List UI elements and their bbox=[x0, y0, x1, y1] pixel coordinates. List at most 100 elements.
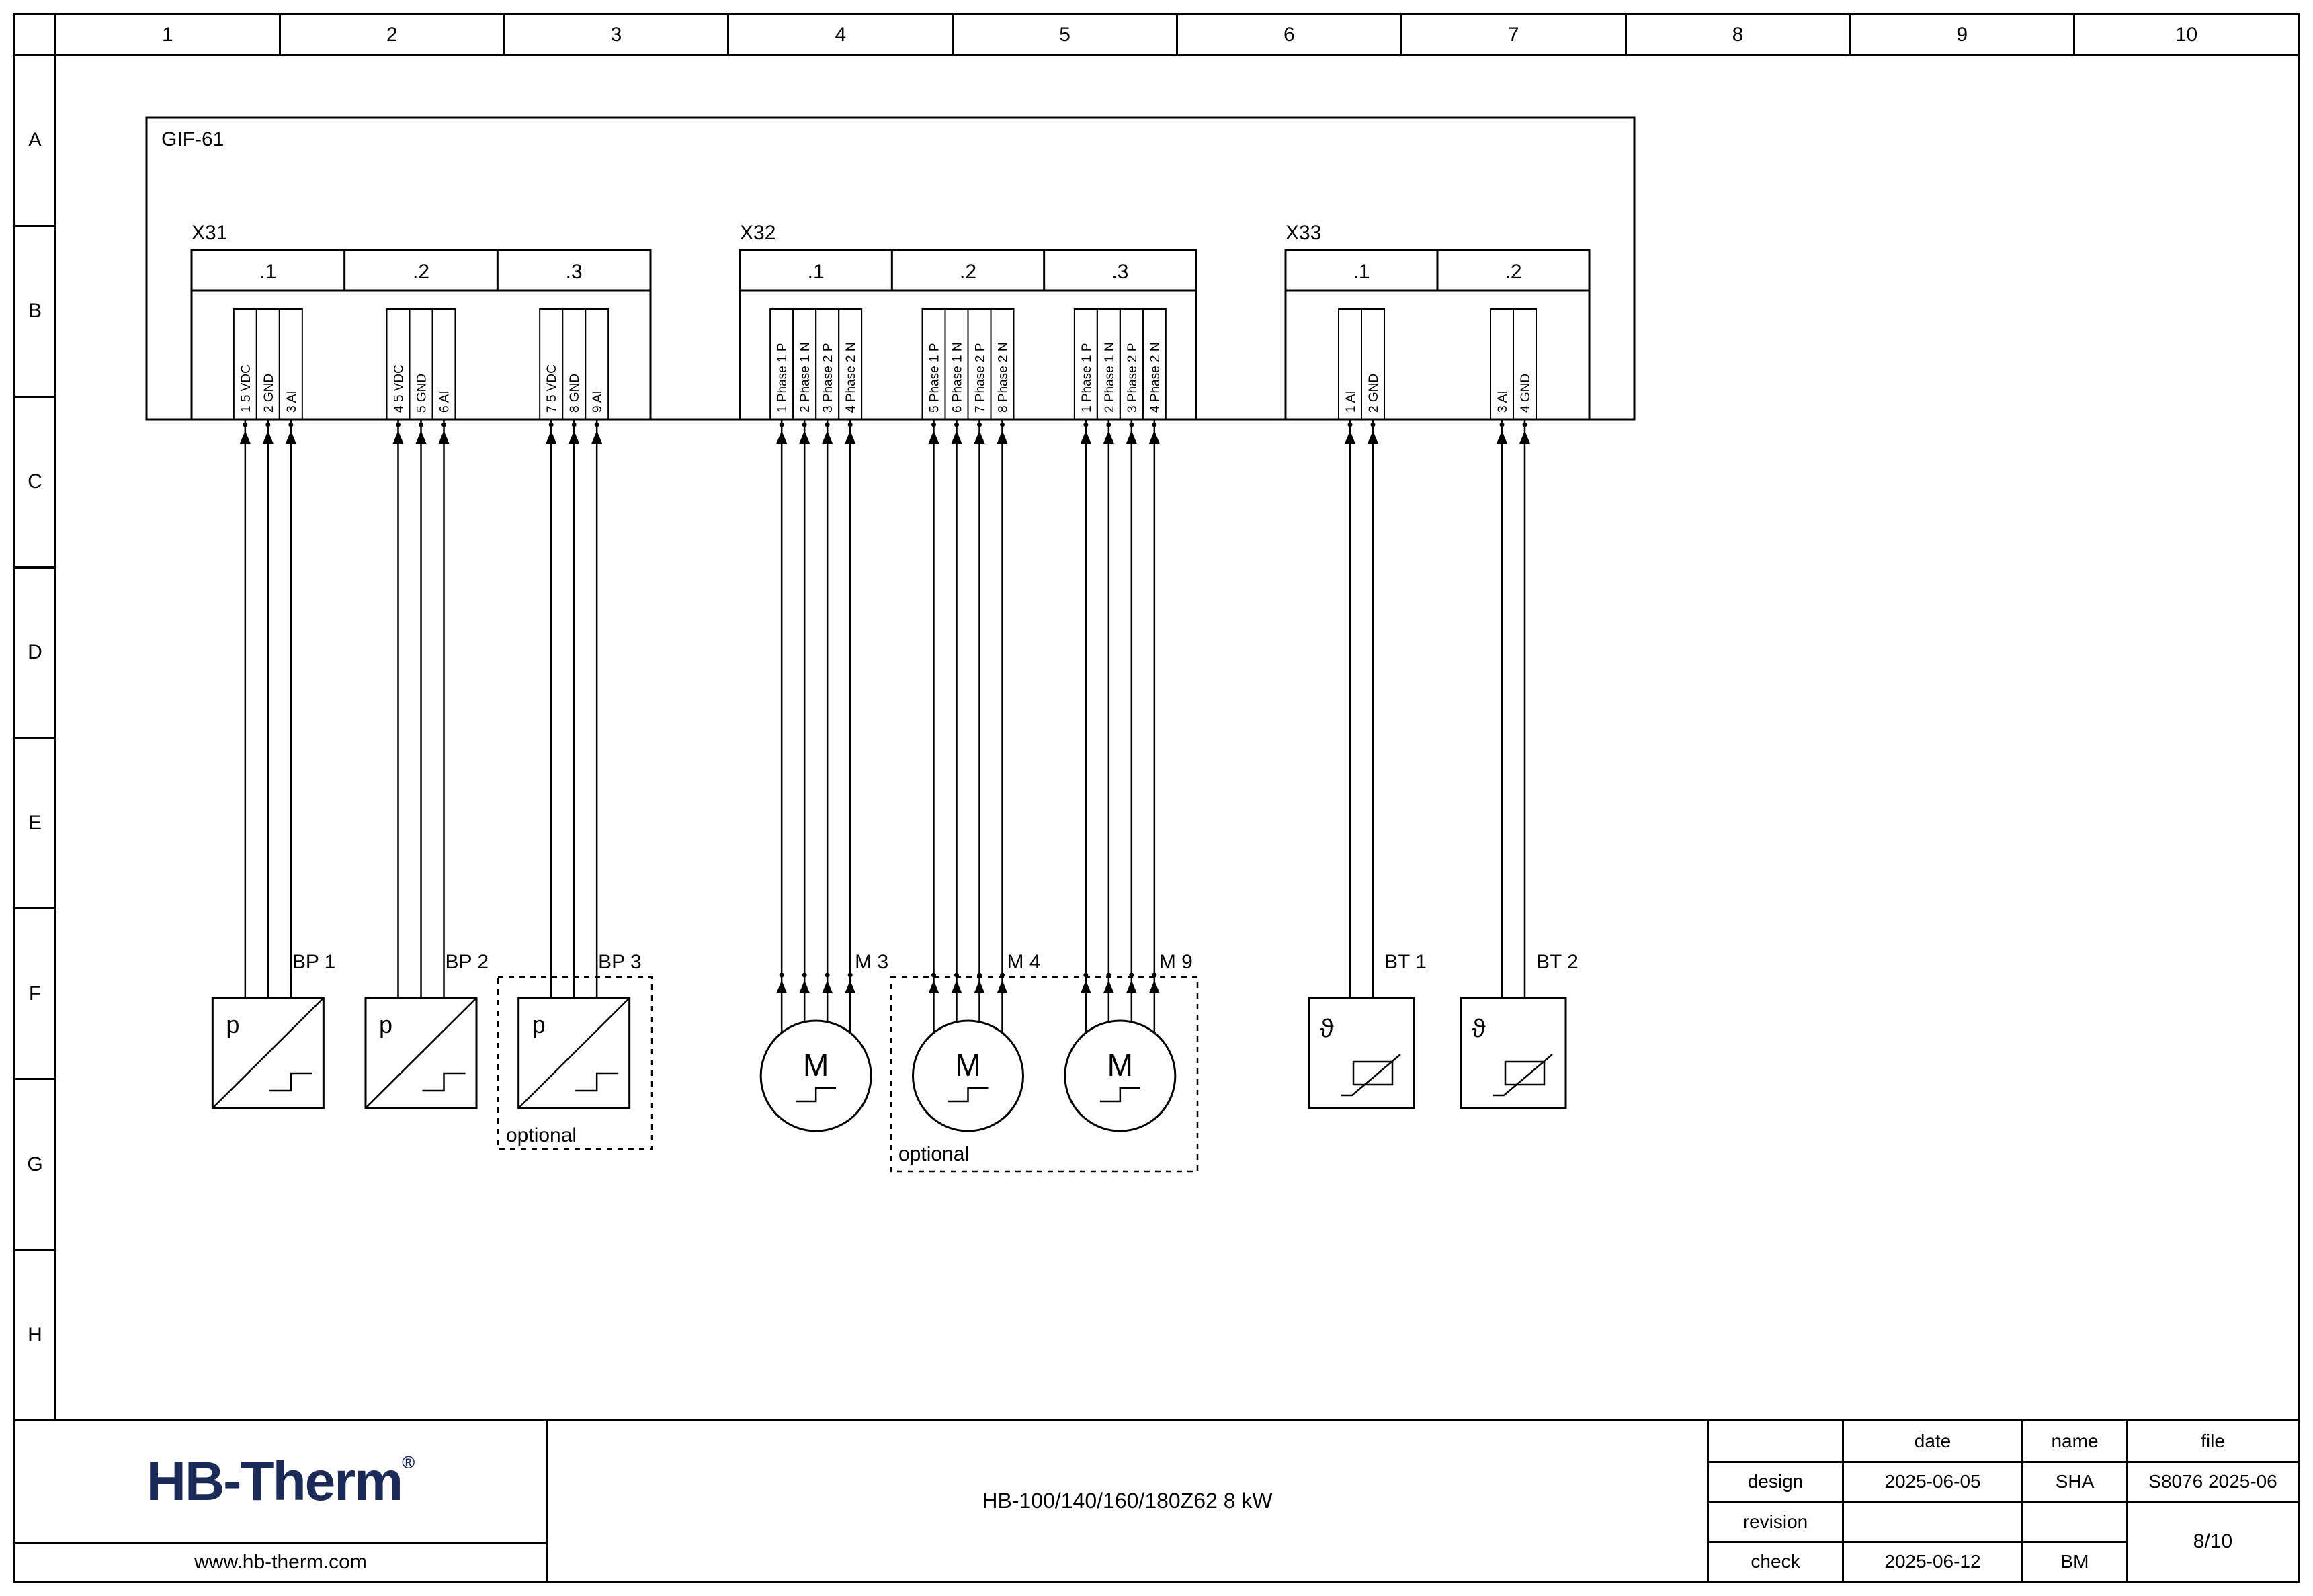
plug-contact-dot bbox=[802, 972, 807, 978]
wire-X33.1-2 bbox=[1368, 419, 1378, 998]
pin-label: 3 Phase 2 P bbox=[1126, 343, 1140, 413]
logo-cell: HB-Therm® www.hb-therm.com bbox=[15, 1421, 548, 1581]
section-label: .1 bbox=[808, 261, 825, 283]
plug-arrow-icon bbox=[1103, 980, 1114, 993]
theta-symbol-letter: ϑ bbox=[1472, 1015, 1486, 1043]
wire-X31.1-1 bbox=[239, 419, 251, 998]
check-name: BM bbox=[2021, 1540, 2126, 1581]
design-name: SHA bbox=[2021, 1461, 2126, 1501]
section-label: .3 bbox=[1111, 261, 1128, 283]
temperature-sensor-box bbox=[1460, 997, 1567, 1109]
device-bt-2: ϑ BT 2 bbox=[1460, 951, 1579, 1109]
plug-contact-dot bbox=[954, 422, 959, 427]
plug-contact-dot bbox=[548, 422, 554, 427]
optional-label-2: optional bbox=[898, 1143, 969, 1165]
optional-group-box-1 bbox=[497, 976, 653, 1150]
controller-box-label: GIF-61 bbox=[161, 128, 224, 151]
device-label-bp-2: BP 2 bbox=[446, 951, 489, 973]
column-label-5: 5 bbox=[954, 15, 1178, 54]
plug-arrow-icon bbox=[1148, 431, 1160, 444]
plug-contact-dot bbox=[1152, 422, 1157, 427]
plug-contact-dot bbox=[419, 422, 423, 427]
wire-X33.2-3 bbox=[1497, 419, 1507, 998]
plug-contact-dot bbox=[847, 972, 853, 978]
row-label-E: E bbox=[15, 739, 54, 910]
row-label-D: D bbox=[15, 569, 54, 739]
optional-label-1: optional bbox=[506, 1124, 577, 1146]
plug-arrow-icon bbox=[1345, 431, 1355, 444]
pin-label: 4 Phase 2 N bbox=[1148, 342, 1163, 413]
device-label-bt-1: BT 1 bbox=[1384, 951, 1427, 973]
drawing-title: HB-100/140/160/180Z62 8 kW bbox=[982, 1488, 1273, 1513]
sheet-frame bbox=[13, 13, 2300, 1583]
wire-X31.3-9 bbox=[591, 419, 603, 998]
step-signal-icon bbox=[1099, 1087, 1140, 1103]
wire-X32.1-2 bbox=[799, 419, 810, 1049]
column-label-1: 1 bbox=[56, 15, 281, 54]
optional-group-box-2 bbox=[890, 976, 1199, 1173]
pin-label: 9 AI bbox=[591, 390, 605, 413]
column-label-7: 7 bbox=[1402, 15, 1627, 54]
plug-arrow-icon bbox=[1126, 980, 1137, 993]
table-row-label-check: check bbox=[1709, 1540, 1842, 1581]
diagonal-divider bbox=[365, 997, 477, 1109]
design-file: S8076 2025-06 bbox=[2126, 1461, 2298, 1501]
step-signal-icon bbox=[575, 1072, 619, 1092]
step-signal-icon bbox=[796, 1087, 837, 1103]
plug-arrow-icon bbox=[1103, 431, 1114, 444]
thermistor-body bbox=[1352, 1060, 1394, 1086]
column-label-3: 3 bbox=[505, 15, 730, 54]
plug-arrow-icon bbox=[1519, 431, 1530, 444]
motor-symbol-letter: M bbox=[1107, 1048, 1133, 1083]
plug-arrow-icon bbox=[1080, 431, 1091, 444]
device-bt-1: ϑBT 1 bbox=[1308, 951, 1427, 1109]
connector-label-X31: X31 bbox=[192, 222, 227, 244]
section-label: .3 bbox=[566, 261, 583, 283]
pin-label: 7 5 VDC bbox=[545, 364, 559, 413]
temperature-sensor-box bbox=[1308, 997, 1415, 1109]
pin-label: 8 Phase 2 N bbox=[997, 342, 1011, 413]
device-label-bp-3: BP 3 bbox=[598, 951, 642, 973]
column-label-2: 2 bbox=[281, 15, 505, 54]
plug-arrow-icon bbox=[997, 980, 1008, 993]
pin-label: 3 AI bbox=[1496, 390, 1510, 413]
motor-symbol-letter: M bbox=[955, 1048, 980, 1083]
ruler-corner bbox=[15, 15, 56, 54]
wire-X32.2-6 bbox=[951, 419, 962, 1049]
wire-X32.3-2 bbox=[1103, 419, 1114, 1049]
plug-arrow-icon bbox=[822, 431, 833, 444]
diagonal-divider bbox=[212, 997, 325, 1109]
hb-therm-logo: HB-Therm® bbox=[15, 1421, 546, 1542]
plug-contact-dot bbox=[779, 972, 784, 978]
step-signal-icon bbox=[422, 1072, 466, 1092]
plug-arrow-icon bbox=[951, 980, 962, 993]
pin-label: 1 5 VDC bbox=[239, 364, 253, 413]
table-row-label-revision: revision bbox=[1709, 1501, 1842, 1541]
row-label-G: G bbox=[15, 1080, 54, 1251]
pin-label: 2 Phase 1 N bbox=[1103, 342, 1117, 413]
plug-contact-dot bbox=[847, 422, 853, 427]
plug-arrow-icon bbox=[1368, 431, 1378, 444]
plug-contact-dot bbox=[977, 422, 982, 427]
page-number: 8/10 bbox=[2126, 1501, 2298, 1581]
column-label-6: 6 bbox=[1178, 15, 1402, 54]
motor-circle bbox=[759, 1019, 872, 1132]
title-block: HB-Therm® www.hb-therm.com HB-100/140/16… bbox=[15, 1419, 2298, 1581]
design-date: 2025-06-05 bbox=[1842, 1461, 2021, 1501]
wire-X31.1-2 bbox=[262, 419, 274, 998]
pin-label: 1 Phase 1 P bbox=[775, 343, 790, 413]
plug-contact-dot bbox=[1370, 422, 1376, 427]
table-cell-empty bbox=[1709, 1421, 1842, 1461]
device-label-bt-2: BT 2 bbox=[1536, 951, 1579, 973]
logo-text: HB-Therm bbox=[146, 1450, 403, 1512]
pressure-symbol-letter: p bbox=[379, 1011, 392, 1038]
pin-label: 6 Phase 1 N bbox=[951, 342, 965, 413]
revision-name bbox=[2021, 1501, 2126, 1541]
plug-arrow-icon bbox=[591, 431, 603, 444]
table-header-name: name bbox=[2021, 1421, 2126, 1462]
plug-contact-dot bbox=[825, 422, 830, 427]
